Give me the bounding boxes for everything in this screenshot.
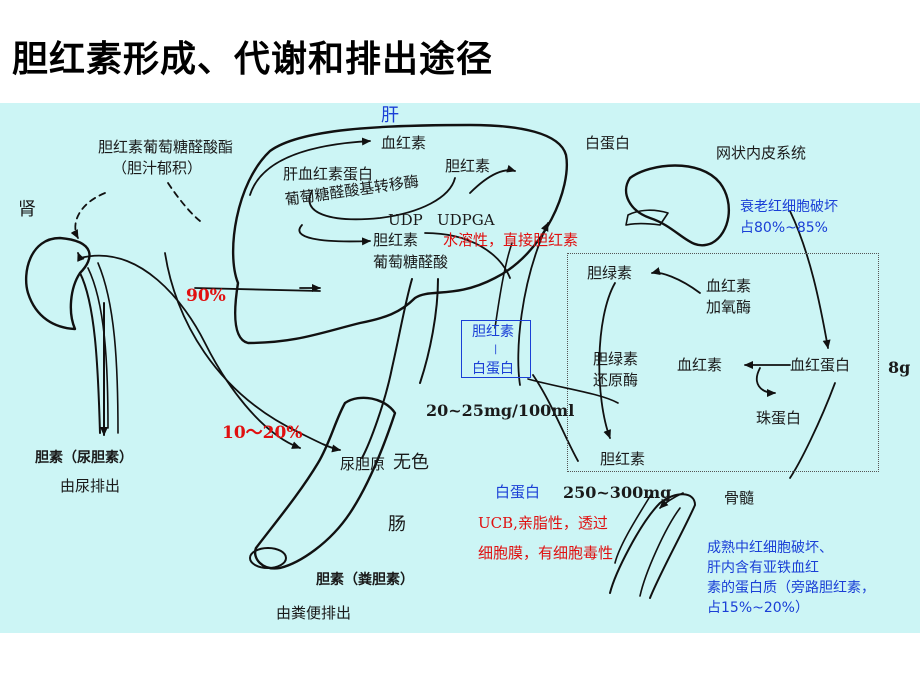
box-separator: |	[494, 344, 498, 355]
udp-label: UDP	[388, 211, 423, 229]
bone-outline	[609, 493, 696, 599]
page-title: 胆红素形成、代谢和排出途径	[12, 39, 494, 80]
marrow-note-2: 肝内含有亚铁血红	[707, 560, 819, 576]
urobilin-label: 胆素（尿胆素）	[35, 450, 133, 466]
albumin-top-label: 白蛋白	[585, 134, 631, 152]
pct-90-label: 90%	[186, 286, 226, 306]
bilirubin-glucuronide-ester-label: 胆红素葡萄糖醛酸酯	[98, 138, 234, 156]
biliverdin-reductase-label-2: 还原酶	[593, 371, 639, 389]
pct-10-20-label: 10～20%	[222, 423, 303, 443]
kidney-label: 肾	[18, 199, 36, 220]
bilirubin-glucuronide-label-2: 葡萄糖醛酸	[373, 253, 449, 271]
heme-oxygenase-label-2: 加氧酶	[706, 298, 752, 316]
diagram-drawing	[24, 123, 836, 599]
concentration-1-label: 20~25mg/100ml	[426, 401, 575, 420]
udpga-label: UDPGA	[437, 211, 495, 229]
rbc-destruction-label-1: 衰老红细胞破坏	[740, 199, 838, 215]
diagram-panel: 肝 肾 胆红素葡萄糖醛酸酯 （胆汁郁积） 血红素 肝血红素蛋白 胆红素 葡萄糖醛…	[0, 103, 920, 633]
intestine-outline	[253, 396, 397, 570]
marrow-note-1: 成熟中红细胞破坏、	[707, 540, 833, 556]
biliverdin-label: 胆绿素	[587, 264, 633, 282]
liver-outline	[232, 123, 569, 345]
urine-excretion-label: 由尿排出	[60, 477, 121, 495]
rbc-destruction-label-2: 占80%~85%	[740, 220, 828, 236]
globin-label: 珠蛋白	[756, 409, 802, 427]
hemoglobin-label: 血红蛋白	[790, 356, 851, 374]
ucb-label-2: 细胞膜，有细胞毒性	[478, 544, 614, 562]
water-soluble-label: 水溶性，直接胆红素	[443, 231, 579, 249]
bilirubin-glucuronide-label-1: 胆红素	[373, 231, 419, 249]
stercobilin-label: 胆素（粪胆素）	[316, 572, 414, 588]
eight-g-label: 8g	[888, 358, 911, 377]
intestine-label: 肠	[388, 514, 406, 535]
liver-heme-protein-label: 肝血红素蛋白	[283, 165, 374, 183]
concentration-2-label: 250~300mg	[563, 483, 672, 502]
spleen-outline	[624, 164, 730, 247]
reticuloendothelial-box	[567, 253, 879, 472]
feces-excretion-label: 由粪便排出	[276, 604, 352, 622]
ucb-label-1: UCB,亲脂性，透过	[478, 514, 608, 532]
cholestasis-label: （胆汁郁积）	[112, 159, 203, 177]
bilirubin-box-label: 胆红素	[600, 450, 646, 468]
albumin-bottom-label: 白蛋白	[495, 483, 541, 501]
reticuloendothelial-label: 网状内皮系统	[716, 144, 807, 162]
marrow-note-4: 占15%~20%）	[707, 600, 809, 616]
heme-oxygenase-label-1: 血红素	[706, 277, 752, 295]
colorless-label: 无色	[393, 452, 429, 473]
liver-label: 肝	[381, 105, 399, 126]
box-albumin-label: 白蛋白	[472, 361, 514, 377]
heme-liver-label: 血红素	[381, 134, 427, 152]
bilirubin-liver-label: 胆红素	[445, 157, 491, 175]
biliverdin-reductase-label-1: 胆绿素	[593, 350, 639, 368]
bone-marrow-label: 骨髓	[724, 489, 755, 507]
urobilinogen-label: 尿胆原	[340, 455, 386, 473]
bilirubin-albumin-box	[461, 320, 531, 378]
heme-box-label: 血红素	[677, 356, 723, 374]
kidney-outline	[24, 236, 91, 331]
marrow-note-3: 素的蛋白质（旁路胆红素，	[707, 580, 875, 596]
box-bilirubin-label: 胆红素	[472, 324, 514, 340]
